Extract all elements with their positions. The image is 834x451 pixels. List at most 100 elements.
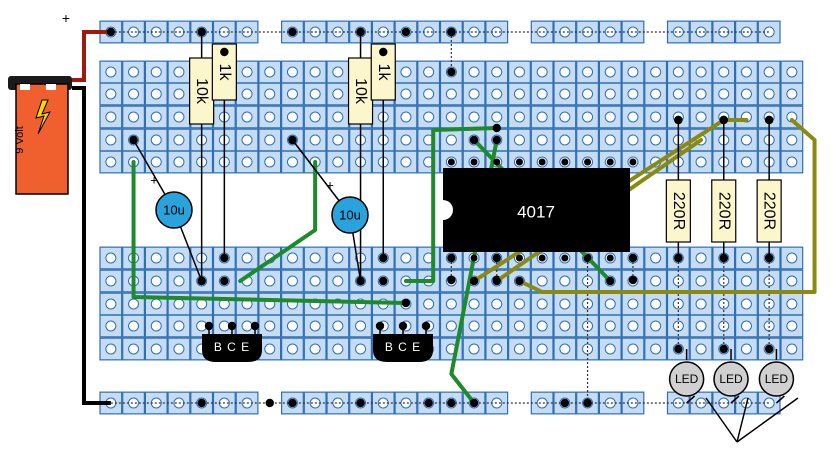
board-hole: [604, 88, 616, 100]
led-label: LED: [765, 372, 789, 386]
board-hole: [695, 111, 707, 123]
board-hole: [650, 343, 662, 355]
board-hole: [445, 88, 457, 100]
board-hole: [536, 134, 548, 146]
board-hole: [695, 66, 707, 78]
solder-point: [265, 398, 274, 408]
board-hole: [513, 298, 525, 310]
board-hole: [559, 320, 571, 332]
board-hole: [400, 111, 412, 123]
board-hole: [286, 66, 298, 78]
solder-point: [197, 276, 206, 286]
board-hole: [627, 66, 639, 78]
board-hole: [627, 111, 639, 123]
led-1: LED: [668, 349, 705, 404]
solder-point: [583, 398, 592, 408]
led-lead: [730, 395, 740, 404]
resistor-label: 10k: [193, 78, 210, 105]
solder-point: [719, 253, 728, 263]
board-hole: [400, 66, 412, 78]
board-hole: [241, 111, 253, 123]
ic-pin: [493, 158, 501, 166]
board-hole: [105, 88, 117, 100]
board-hole: [627, 134, 639, 146]
ic-pin: [447, 254, 455, 262]
board-hole: [423, 111, 435, 123]
board-hole: [173, 111, 185, 123]
board-hole: [786, 298, 798, 310]
ic-pin: [606, 158, 614, 166]
battery-terminal: [20, 84, 30, 90]
resistor-body: [665, 179, 691, 243]
solder-point: [197, 27, 206, 37]
solder-point: [447, 398, 456, 408]
led-body: [713, 361, 749, 397]
board-hole: [468, 88, 480, 100]
solder-point: [424, 398, 433, 408]
board-hole: [536, 111, 548, 123]
solder-point: [560, 398, 570, 408]
board-hole: [740, 252, 752, 264]
board-hole: [650, 298, 662, 310]
board-hole: [491, 66, 503, 78]
solder-point: [674, 344, 683, 354]
resistor-label: 220R: [670, 192, 687, 230]
board-hole: [400, 252, 412, 264]
board-hole: [105, 66, 117, 78]
solder-point: [469, 398, 479, 408]
green-wire-1: [131, 160, 408, 305]
board-hole: [241, 156, 253, 168]
solder-point: [227, 321, 237, 331]
board-hole: [786, 156, 798, 168]
board-hole: [128, 88, 140, 100]
board-hole: [536, 320, 548, 332]
solder-point: [288, 27, 297, 37]
ic-pin: [493, 254, 501, 262]
board-hole: [309, 275, 321, 287]
board-hole: [786, 88, 798, 100]
led-body: [758, 361, 795, 397]
board-hole: [582, 275, 594, 287]
board-hole: [763, 66, 775, 78]
board-hole: [150, 275, 162, 287]
board-hole: [173, 298, 185, 310]
ic-4017: 4017: [443, 158, 637, 262]
board-hole: [445, 111, 457, 123]
board-hole: [332, 252, 344, 264]
board-hole: [264, 343, 276, 355]
board-hole: [309, 88, 321, 100]
board-hole: [582, 134, 594, 146]
transistor-q1: B C E: [202, 321, 262, 362]
board-hole: [150, 298, 162, 310]
ic-body: [443, 168, 630, 252]
solder-point: [356, 27, 365, 37]
board-hole: [264, 66, 276, 78]
board-hole: [672, 275, 684, 287]
solder-point: [719, 344, 728, 354]
board-hole: [264, 111, 276, 123]
board-hole: [400, 156, 412, 168]
board-hole: [559, 111, 571, 123]
board-hole: [740, 298, 752, 310]
board-hole: [309, 252, 321, 264]
led-2: LED: [713, 349, 749, 404]
board-hole: [445, 298, 457, 310]
board-hole: [695, 343, 707, 355]
board-hole: [627, 320, 639, 332]
board-hole: [786, 320, 798, 332]
board-hole: [604, 134, 616, 146]
solder-point: [129, 135, 138, 145]
resistor-1k-2: 1k: [370, 43, 396, 263]
board-hole: [650, 320, 662, 332]
ic-pin: [470, 254, 478, 262]
board-hole: [241, 252, 253, 264]
board-hole: [650, 134, 662, 146]
board-hole: [332, 275, 344, 287]
resistor-1k-1: 1k: [211, 43, 237, 263]
board-hole: [309, 320, 321, 332]
capacitor-label: 10u: [163, 203, 185, 218]
capacitor-label: 10u: [339, 208, 361, 223]
solder-point: [492, 135, 501, 145]
board-hole: [695, 88, 707, 100]
